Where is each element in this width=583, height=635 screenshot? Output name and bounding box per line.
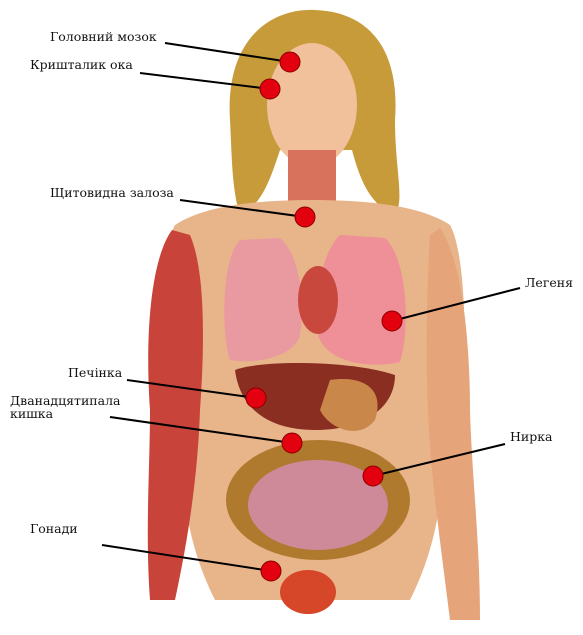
label-kidney: Нирка	[510, 430, 553, 444]
marker-thyroid	[295, 207, 315, 227]
marker-kidney	[363, 466, 383, 486]
marker-gonads	[261, 561, 281, 581]
marker-lens	[260, 79, 280, 99]
marker-lung	[382, 311, 402, 331]
label-thyroid: Щитовидна залоза	[50, 186, 174, 200]
marker-brain	[280, 52, 300, 72]
bladder-shape	[280, 570, 336, 614]
label-duodenum: Дванадцятипала кишка	[10, 394, 120, 420]
arm-right	[427, 228, 480, 620]
heart-shape	[298, 266, 338, 334]
label-brain: Головний мозок	[50, 30, 157, 44]
label-lung: Легеня	[525, 276, 573, 290]
label-lens: Кришталик ока	[30, 58, 133, 72]
label-liver: Печінка	[68, 366, 122, 380]
marker-duodenum	[282, 433, 302, 453]
marker-liver	[246, 388, 266, 408]
lung-left-shape	[224, 238, 302, 361]
neck	[288, 150, 336, 205]
label-gonads: Гонади	[30, 522, 78, 536]
